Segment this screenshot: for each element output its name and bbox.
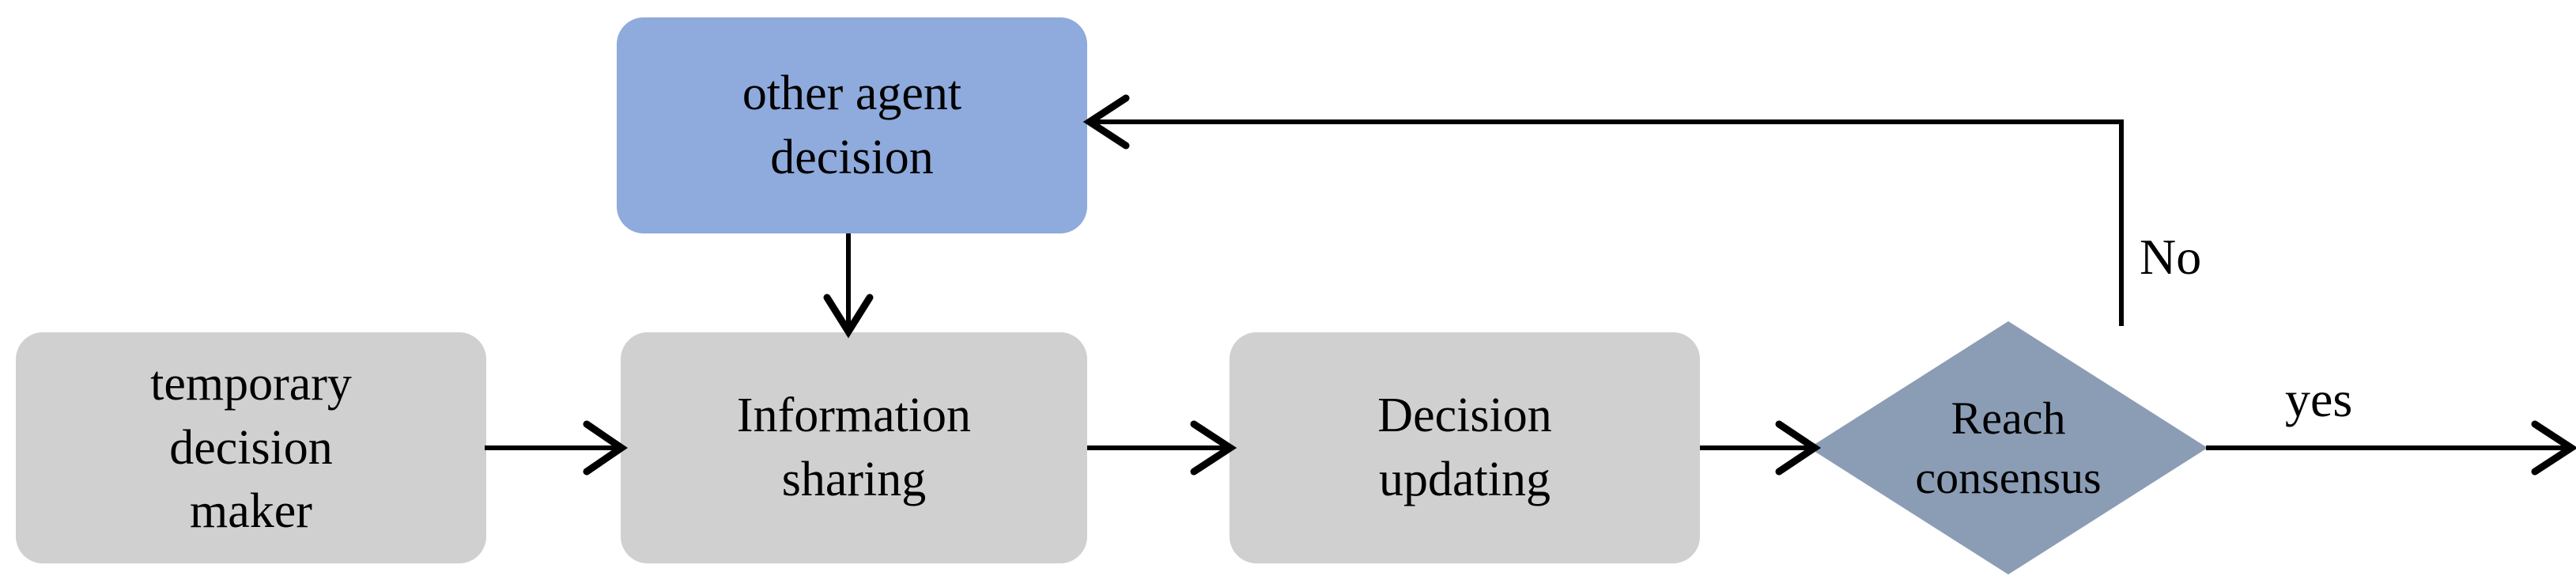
edge-reach-consensus-yes-exit <box>2206 420 2576 476</box>
edge-label-yes: yes <box>2285 371 2353 427</box>
edge-other-agent-to-information <box>823 233 874 339</box>
edge-decision-updating-to-reach-consensus <box>1700 420 1822 476</box>
node-shape-decision-updating[interactable] <box>1229 332 1700 563</box>
node-shape-temporary-decision-maker[interactable] <box>16 332 486 563</box>
node-shape-information-sharing[interactable] <box>621 332 1087 563</box>
edge-information-to-decision-updating <box>1087 420 1237 476</box>
edge-reach-consensus-no-feedback <box>1082 94 2124 326</box>
node-shape-other-agent-decision[interactable] <box>617 17 1087 233</box>
node-shape-reach-consensus[interactable] <box>1809 321 2208 574</box>
edge-temporary-to-information <box>485 420 628 476</box>
edge-label-no: No <box>2140 229 2202 285</box>
